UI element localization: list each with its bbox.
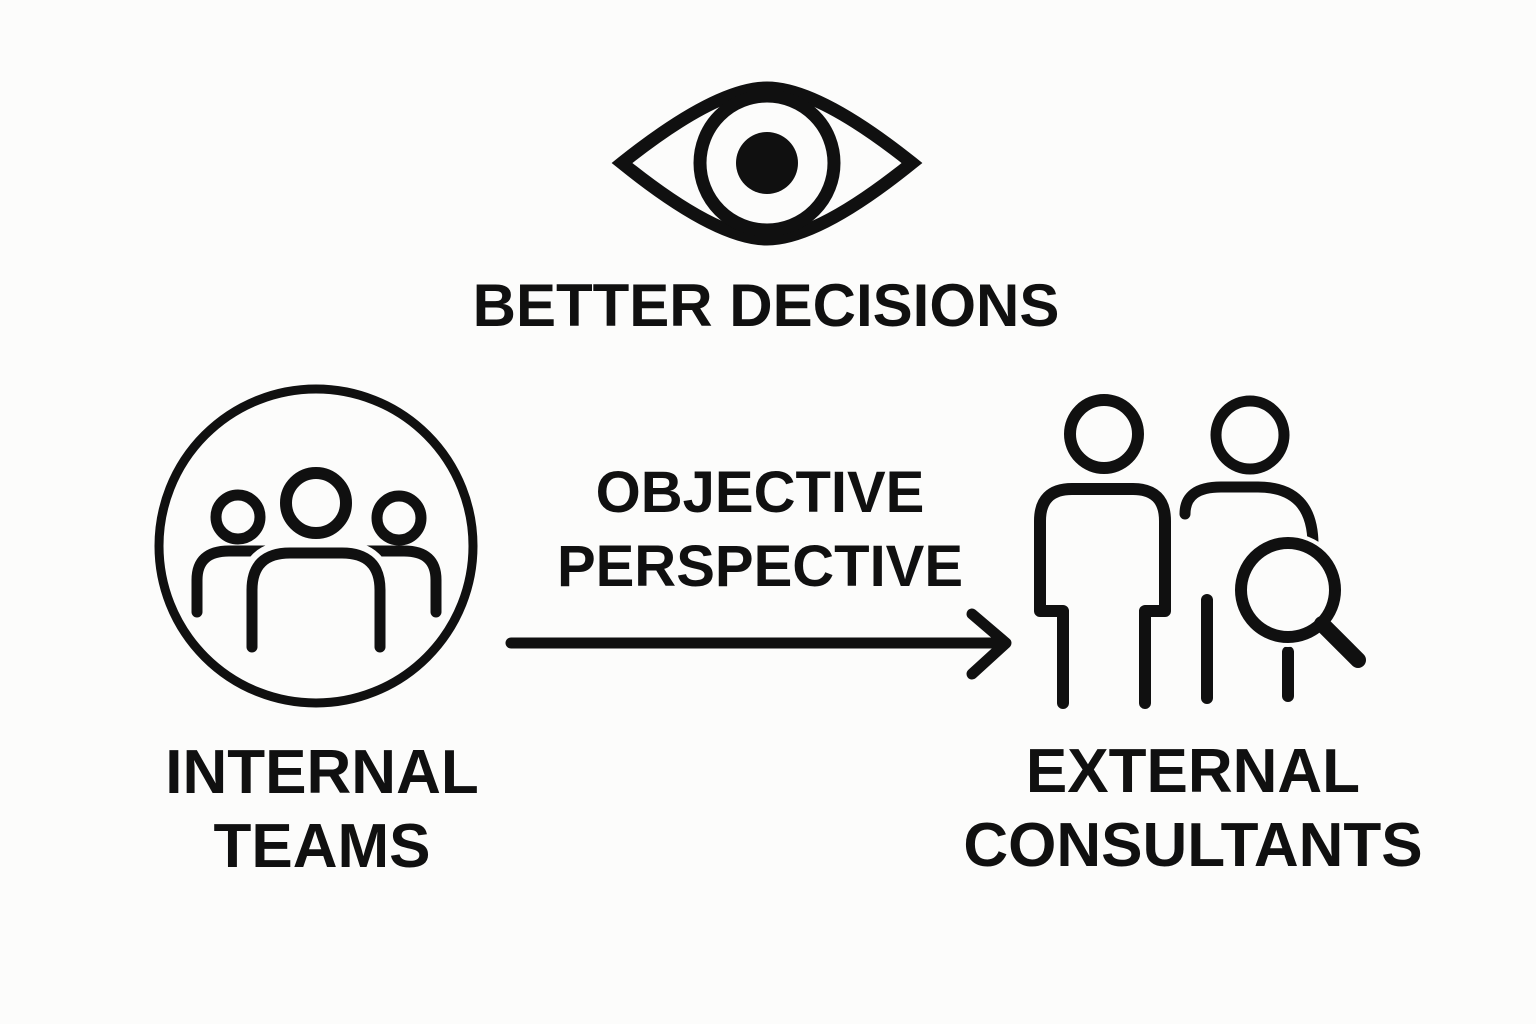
arrow-right-icon [505, 608, 1012, 680]
external-consultants-label: EXTERNAL CONSULTANTS [963, 735, 1422, 883]
teams-line: TEAMS [213, 812, 431, 881]
external-line: EXTERNAL [1025, 737, 1361, 806]
consultants-line: CONSULTANTS [963, 811, 1423, 880]
better-decisions-text: BETTER DECISIONS [472, 272, 1060, 339]
perspective-line: PERSPECTIVE [556, 534, 964, 599]
objective-perspective-label: OBJECTIVE PERSPECTIVE [557, 456, 963, 604]
better-decisions-label: BETTER DECISIONS [473, 269, 1060, 343]
external-consultants-icon [1028, 388, 1371, 715]
internal-line: INTERNAL [165, 738, 479, 807]
eye-icon [611, 81, 923, 246]
internal-teams-label: INTERNAL TEAMS [165, 736, 478, 884]
internal-teams-icon [154, 384, 478, 708]
magnifier-icon [1231, 533, 1371, 673]
objective-line: OBJECTIVE [595, 460, 925, 525]
